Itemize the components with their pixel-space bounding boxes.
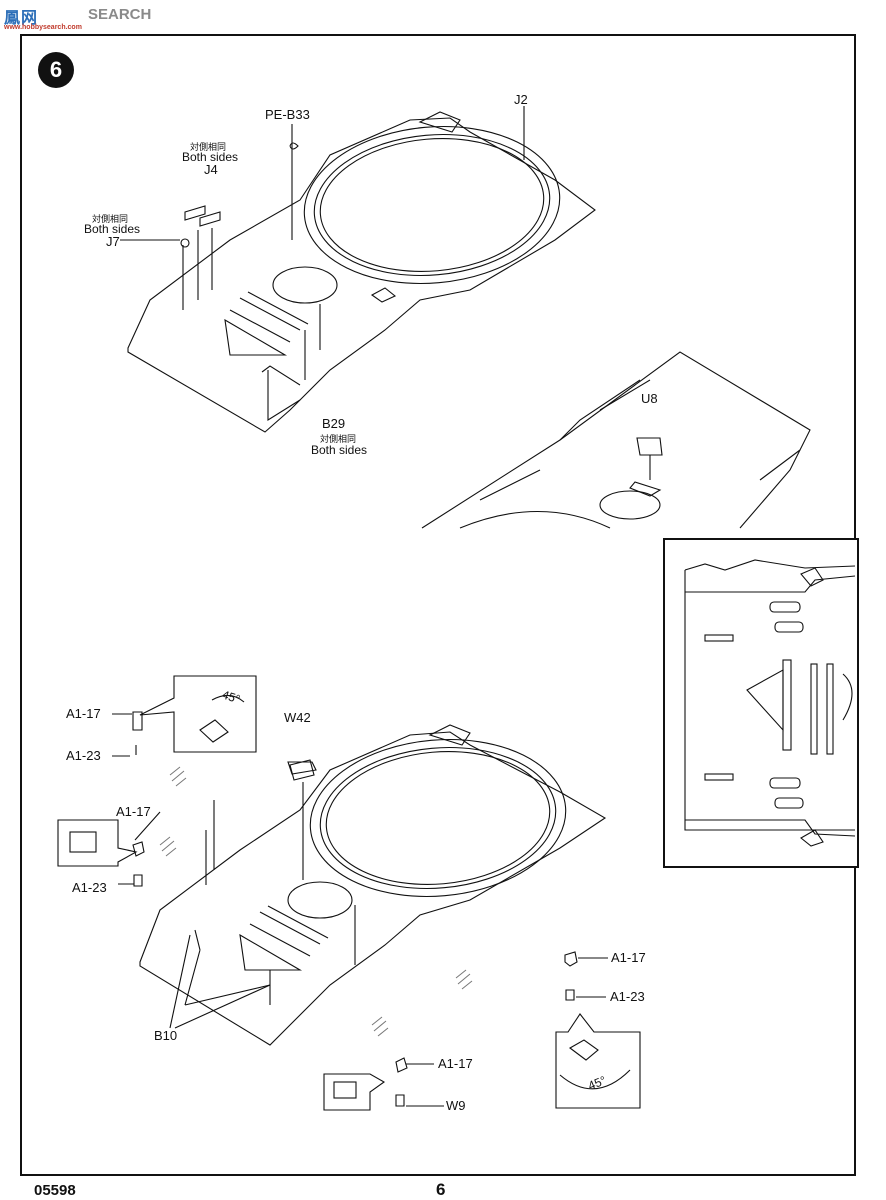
product-code: 05598	[34, 1182, 76, 1199]
label-u8: U8	[641, 391, 658, 406]
inset-drawing	[684, 559, 856, 847]
page-number: 6	[436, 1180, 446, 1199]
label-w9: W9	[446, 1098, 466, 1113]
callout-mid-left	[57, 819, 138, 867]
note-both-sides-cn-j7: 対側相同	[92, 215, 129, 225]
note-both-sides-cn-b29: 対側相同	[320, 435, 357, 445]
label-a1-23-top: A1-23	[66, 748, 101, 763]
label-j4: J4	[204, 162, 218, 177]
callout-bottom	[323, 1073, 386, 1111]
note-both-sides-cn-j4: 対側相同	[190, 143, 227, 153]
label-b29: B29	[322, 416, 346, 431]
logo-brand-search: SEARCH	[88, 6, 152, 23]
callout-bottom-right	[555, 1013, 641, 1109]
label-a1-17-bottom: A1-17	[438, 1056, 473, 1071]
label-b10: B10	[154, 1028, 178, 1043]
note-both-sides-b29: Both sides	[311, 443, 368, 457]
rear-hull-section	[421, 351, 811, 529]
step-number-badge: 6	[38, 52, 74, 88]
note-both-sides-j7: Both sides	[84, 222, 141, 236]
label-a1-23-mid: A1-23	[72, 880, 107, 895]
label-a1-23-right: A1-23	[610, 989, 645, 1004]
logo-brand: 鳳网	[4, 10, 39, 27]
inset-detail-panel	[663, 538, 859, 868]
label-j2: J2	[514, 92, 528, 107]
label-w42: W42	[284, 710, 311, 725]
label-a1-17-mid: A1-17	[116, 804, 151, 819]
label-a1-17-top: A1-17	[66, 706, 101, 721]
lower-hull-plate	[132, 711, 607, 1046]
label-a1-17-right: A1-17	[611, 950, 646, 965]
logo-url: www.hobbysearch.com	[4, 24, 82, 31]
note-both-sides-j4: Both sides	[182, 150, 239, 164]
site-logo: 鳳网 SEARCH www.hobbysearch.com	[0, 0, 170, 34]
callout-top-left	[139, 675, 257, 753]
label-j7: J7	[106, 234, 120, 249]
label-pe-b33: PE-B33	[265, 107, 310, 122]
